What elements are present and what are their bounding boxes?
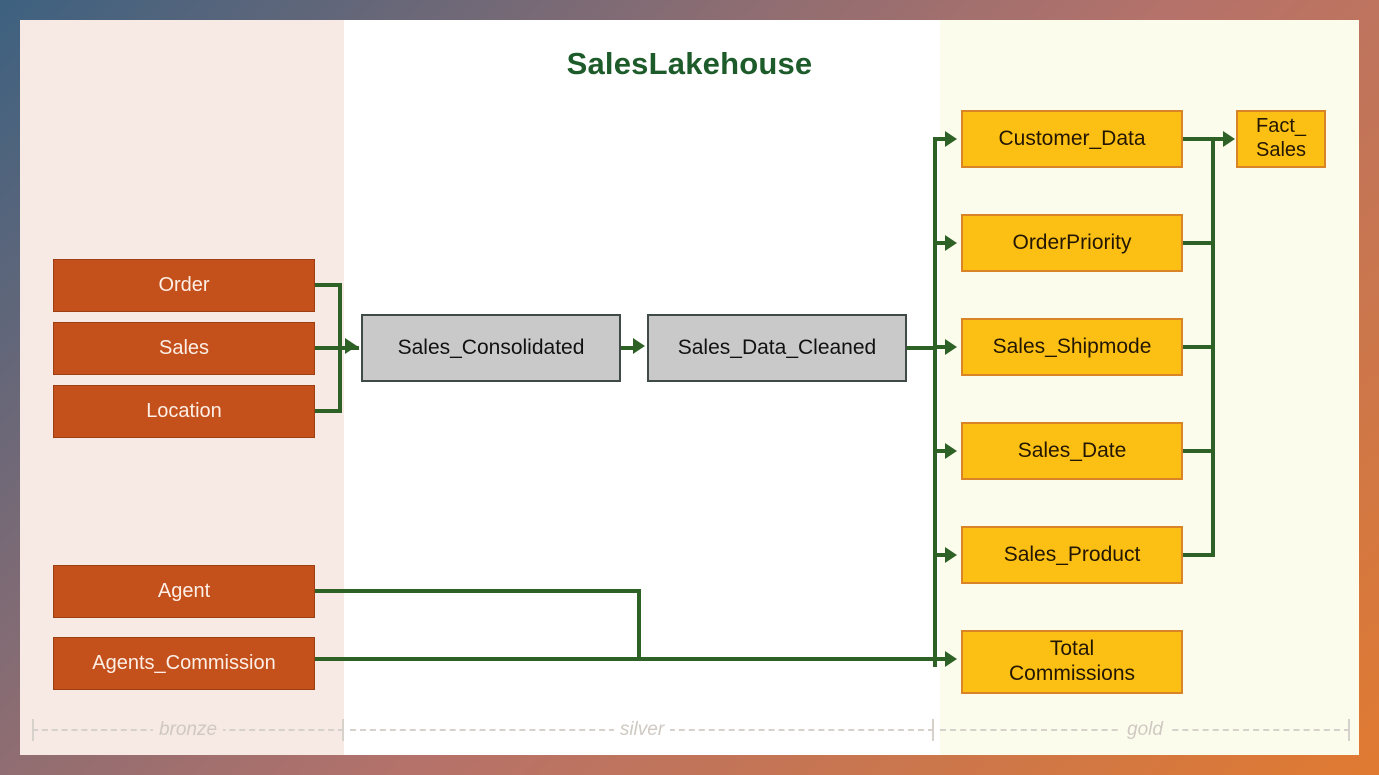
edge-branch-sales-product [933, 553, 949, 557]
zone-ruler-gold: gold [940, 719, 1350, 741]
edge-collect-sales-shipmode [1183, 345, 1215, 349]
zone-label-gold: gold [1121, 719, 1169, 740]
edge-sales-stub [315, 346, 359, 350]
node-total-commissions-line2: Commissions [1008, 662, 1136, 685]
node-fact-sales-line2: Sales [1255, 139, 1307, 161]
edge-collect-sales-date [1183, 449, 1215, 453]
node-sales-date[interactable]: Sales_Date [961, 422, 1183, 480]
edge-location-stub [315, 409, 342, 413]
arrow-into-fact-sales [1223, 131, 1235, 147]
edge-collect-customer-data [1183, 137, 1215, 141]
diagram-title: SalesLakehouse [566, 46, 813, 81]
node-sales-shipmode[interactable]: Sales_Shipmode [961, 318, 1183, 376]
node-agent[interactable]: Agent [53, 565, 315, 618]
node-total-commissions[interactable]: Total Commissions [961, 630, 1183, 694]
zone-ruler-bronze-cap-right [342, 719, 344, 741]
edge-rail-to-fact-sales [1211, 137, 1229, 141]
arrow-into-total-commissions [945, 651, 957, 667]
edge-branch-orderpriority [933, 241, 949, 245]
edge-collect-orderpriority [1183, 241, 1215, 245]
edge-branch-customer-data [933, 137, 949, 141]
zone-band-silver [344, 20, 940, 755]
arrow-into-sales-product [945, 547, 957, 563]
node-total-commissions-line1: Total [1049, 637, 1095, 661]
node-order[interactable]: Order [53, 259, 315, 312]
node-orderpriority[interactable]: OrderPriority [961, 214, 1183, 272]
node-sales[interactable]: Sales [53, 322, 315, 375]
edge-branch-sales-shipmode [933, 345, 949, 349]
arrow-into-sales-shipmode [945, 339, 957, 355]
edge-agents-commission-out [315, 657, 949, 661]
zone-label-bronze: bronze [152, 719, 224, 740]
node-sales-product[interactable]: Sales_Product [961, 526, 1183, 584]
edge-consolidated-to-cleaned [621, 346, 637, 350]
zone-ruler-silver: silver [350, 719, 934, 741]
zone-ruler-silver-cap-right [932, 719, 934, 741]
node-fact-sales-line1: Fact_ [1255, 115, 1307, 138]
arrow-into-customer-data [945, 131, 957, 147]
edge-fact-collector-rail [1211, 137, 1215, 557]
edge-agent-drop [637, 589, 641, 661]
zone-ruler-bronze-cap-left [32, 719, 34, 741]
edge-bronze-merge-rail [338, 283, 342, 413]
node-location[interactable]: Location [53, 385, 315, 438]
edge-collect-sales-product [1183, 553, 1215, 557]
arrow-into-sales-consolidated [345, 338, 357, 354]
node-fact-sales[interactable]: Fact_ Sales [1236, 110, 1326, 168]
edge-order-stub [315, 283, 342, 287]
zone-ruler-gold-cap-right [1348, 719, 1350, 741]
node-sales-consolidated[interactable]: Sales_Consolidated [361, 314, 621, 382]
edge-branch-sales-date [933, 449, 949, 453]
node-agents-commission[interactable]: Agents_Commission [53, 637, 315, 690]
zone-label-silver: silver [613, 719, 671, 740]
arrow-into-sales-data-cleaned [633, 338, 645, 354]
node-sales-data-cleaned[interactable]: Sales_Data_Cleaned [647, 314, 907, 382]
node-customer-data[interactable]: Customer_Data [961, 110, 1183, 168]
edge-agent-out [315, 589, 641, 593]
arrow-into-orderpriority [945, 235, 957, 251]
edge-cleaned-to-trunk [907, 346, 937, 350]
arrow-into-sales-date [945, 443, 957, 459]
edge-gold-fanout-trunk [933, 139, 937, 667]
diagram-canvas: SalesLakehouse Order Sales Location Agen… [20, 20, 1359, 755]
zone-ruler-bronze: bronze [32, 719, 344, 741]
